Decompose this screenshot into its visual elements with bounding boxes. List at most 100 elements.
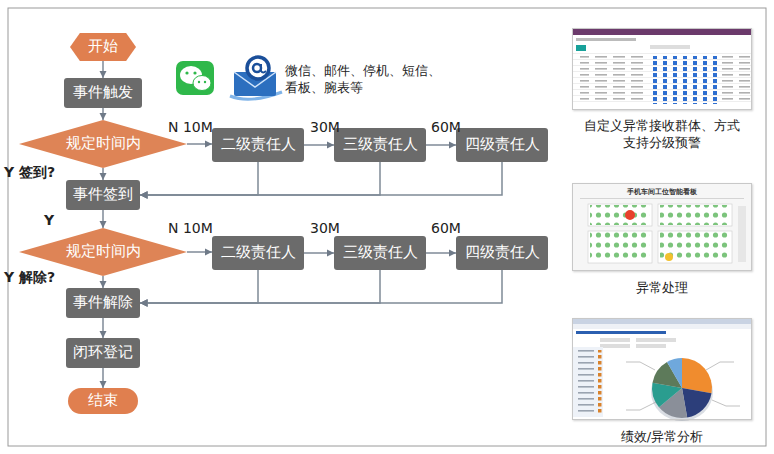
connector [102, 368, 104, 388]
edge-label: Y 解除? [4, 269, 55, 287]
screenshot-dashboard [572, 183, 752, 271]
connector [102, 168, 104, 180]
screenshot-dashboard [660, 205, 730, 225]
note-text: 微信、邮件、停机、短信、 看板、腕表等 [285, 62, 447, 96]
process-box: 事件解除 [66, 288, 140, 318]
screenshot-alarm-config [572, 28, 752, 110]
connector [187, 143, 212, 145]
screenshot-dashboard [590, 205, 650, 225]
panel-title: 手机车间工位智能看板 [573, 188, 751, 197]
wechat-icon [180, 66, 202, 84]
node-label: 四级责任人 [465, 136, 540, 153]
escalation-box: 四级责任人 [456, 236, 548, 270]
screenshot-analysis [626, 402, 656, 410]
screenshot-alarm-config [576, 38, 636, 41]
shape-fill [70, 33, 136, 61]
panel-caption: 绩效/异常分析 [573, 428, 751, 445]
screenshot-analysis [572, 324, 752, 329]
screenshot-analysis [600, 344, 630, 348]
screenshot-panel: 自定义异常接收群体、方式 支持分级预警 [572, 28, 752, 110]
edge-label: N 10M [168, 119, 213, 135]
edge-label: 30M [310, 220, 340, 236]
process-box: 闭环登记 [66, 338, 140, 368]
node-label: 闭环登记 [73, 344, 133, 361]
node-label: 规定时间内 [66, 243, 141, 260]
screenshot-analysis [636, 344, 666, 348]
screenshot-alarm-config [650, 45, 690, 49]
connector [140, 270, 502, 303]
screenshot-dashboard [658, 231, 732, 263]
screenshot-analysis [712, 400, 740, 406]
screenshot-dashboard [665, 253, 673, 261]
screenshot-analysis [572, 318, 752, 420]
connector [140, 162, 258, 195]
node-label: 三级责任人 [343, 136, 418, 153]
screenshot-alarm-config [576, 45, 586, 51]
process-box: 事件触发 [64, 78, 142, 108]
node-label: 事件签到 [73, 186, 133, 203]
wechat-icon [204, 81, 206, 83]
node-label: 事件解除 [73, 294, 133, 311]
connector [187, 251, 212, 253]
process-box: 事件签到 [66, 180, 140, 210]
escalation-box: 三级责任人 [334, 236, 426, 270]
connector [140, 162, 502, 195]
connector [426, 252, 456, 254]
screenshot-dashboard [588, 231, 652, 263]
screenshot-alarm-config [572, 28, 752, 110]
node-label: 二级责任人 [221, 136, 296, 153]
edge-label: 60M [431, 220, 461, 236]
screenshot-analysis [572, 318, 752, 421]
edge-label: 30M [310, 119, 340, 135]
screenshot-analysis [576, 331, 666, 334]
email-icon [261, 64, 266, 73]
edge-label: Y [44, 212, 54, 228]
panel-caption: 自定义异常接收群体、方式 支持分级预警 [573, 117, 751, 151]
node-label: 二级责任人 [221, 244, 296, 261]
edge-label: Y 签到? [4, 164, 55, 182]
connector [102, 61, 104, 78]
frame-border [8, 8, 766, 446]
wechat-icon [176, 61, 214, 95]
screenshot-analysis [636, 338, 676, 342]
wechat-icon [193, 76, 211, 91]
screenshot-alarm-config [572, 52, 752, 106]
screenshot-dashboard [625, 210, 635, 220]
screenshot-analysis [626, 362, 655, 370]
edge-label: 60M [431, 119, 461, 135]
screenshot-dashboard [738, 206, 746, 262]
screenshot-dashboard [580, 198, 744, 200]
node-label: 结束 [88, 392, 118, 409]
screenshot-dashboard [658, 204, 732, 226]
screenshot-analysis [573, 347, 603, 417]
connector [426, 144, 456, 146]
screenshot-analysis [706, 362, 734, 370]
wechat-icon [193, 71, 196, 74]
wechat-icon [198, 81, 200, 83]
screenshot-dashboard [588, 204, 652, 226]
screenshot-analysis [682, 358, 712, 393]
screenshot-panel: 绩效/异常分析 [572, 318, 752, 420]
screenshot-panel: 手机车间工位智能看板异常处理 [572, 183, 752, 271]
end-terminal: 结束 [68, 388, 138, 414]
connector [304, 144, 334, 146]
node-label: 事件触发 [73, 84, 133, 101]
screenshot-analysis [682, 388, 712, 418]
connector [102, 108, 104, 120]
shape-fill [19, 120, 187, 168]
screenshot-dashboard [590, 232, 650, 262]
node-label: 三级责任人 [343, 244, 418, 261]
screenshot-analysis [667, 358, 682, 388]
edge-label: N 10M [168, 220, 213, 236]
connector [102, 210, 104, 228]
screenshot-dashboard [572, 183, 752, 271]
screenshot-alarm-config [722, 56, 750, 104]
screenshot-analysis [576, 350, 602, 414]
email-icon [230, 57, 282, 99]
email-icon [253, 64, 261, 72]
wechat-icon [176, 61, 214, 95]
shape-fill [19, 228, 187, 276]
node-label: 规定时间内 [66, 135, 141, 152]
connector [140, 162, 380, 195]
screenshot-analysis [600, 338, 630, 342]
